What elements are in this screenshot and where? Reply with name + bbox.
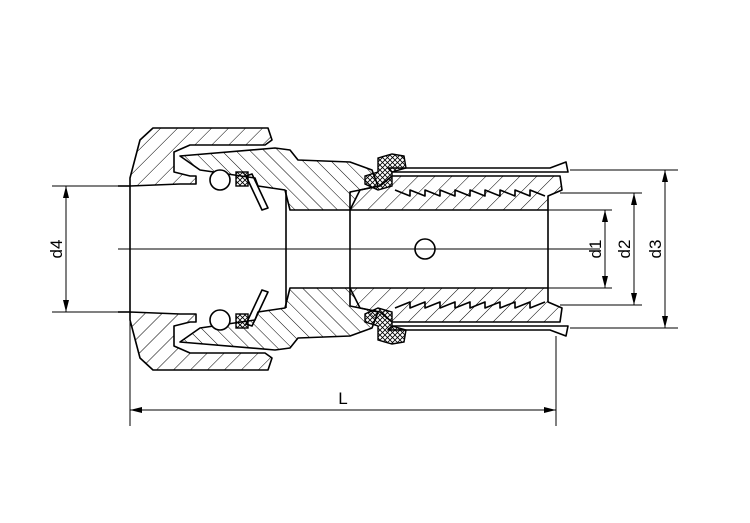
d2-arrow-bottom bbox=[631, 293, 637, 305]
d3-arrow-top bbox=[662, 170, 668, 182]
d3-label: d3 bbox=[646, 240, 665, 259]
press-sleeve-lower bbox=[387, 325, 569, 337]
locking-ball-lower bbox=[209, 309, 231, 331]
d2-label: d2 bbox=[615, 240, 634, 259]
spring-clip-upper bbox=[245, 173, 269, 211]
collar-seal-upper bbox=[364, 153, 407, 191]
d4-label: d4 bbox=[47, 240, 66, 259]
L-label: L bbox=[338, 389, 347, 408]
serrations-lower bbox=[394, 301, 546, 309]
d4-arrow-top bbox=[63, 186, 69, 198]
d1-label: d1 bbox=[586, 240, 605, 259]
d2-arrow-top bbox=[631, 193, 637, 205]
union-nut-upper bbox=[129, 127, 273, 187]
L-arrow-right bbox=[544, 407, 556, 413]
serrations-upper bbox=[394, 189, 546, 197]
inspection-hole bbox=[414, 238, 436, 260]
o-ring-lower bbox=[235, 313, 249, 329]
spring-clip-lower bbox=[245, 289, 269, 327]
d4-arrow-bottom bbox=[63, 300, 69, 312]
d3-arrow-bottom bbox=[662, 316, 668, 328]
collar-seal-lower bbox=[364, 307, 407, 345]
d1-arrow-top bbox=[602, 210, 608, 222]
L-arrow-left bbox=[130, 407, 142, 413]
o-ring-upper bbox=[235, 171, 249, 187]
union-nut-lower bbox=[129, 311, 273, 371]
d1-arrow-bottom bbox=[602, 276, 608, 288]
press-sleeve-upper bbox=[387, 161, 569, 173]
locking-ball-upper bbox=[209, 169, 231, 191]
